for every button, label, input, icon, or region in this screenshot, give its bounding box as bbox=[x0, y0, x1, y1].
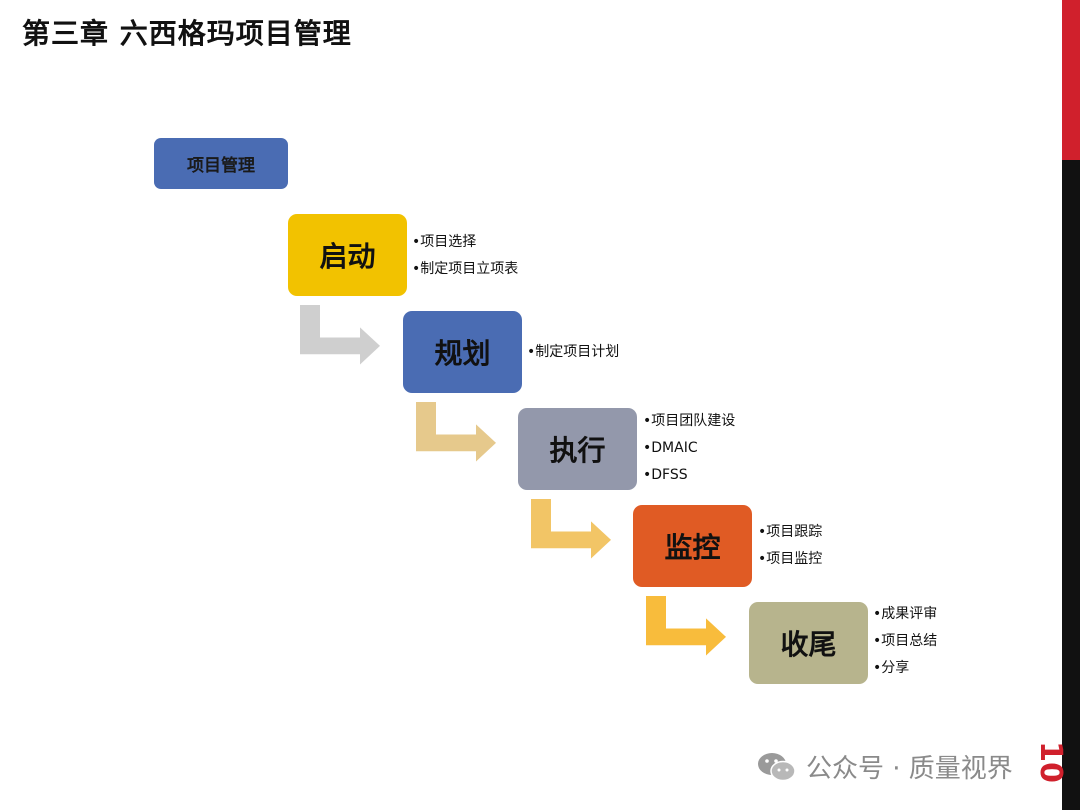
bullet-item: •项目总结 bbox=[873, 633, 938, 649]
arrow-2 bbox=[416, 402, 496, 462]
bullet-item: •制定项目立项表 bbox=[412, 261, 519, 277]
stage-monitoring-bullets: •项目跟踪 •项目监控 bbox=[758, 519, 822, 573]
stage-closing: 收尾 bbox=[749, 602, 868, 684]
bullet-item: •DMAIC bbox=[643, 440, 698, 456]
bullet-item: •项目监控 bbox=[758, 551, 823, 567]
bullet-item: •制定项目计划 bbox=[527, 344, 620, 360]
stage-initiation: 启动 bbox=[288, 214, 407, 296]
arrow-3-shape bbox=[531, 499, 611, 559]
side-bar-black bbox=[1062, 160, 1080, 810]
bullet-item: •DFSS bbox=[643, 467, 688, 483]
root-node: 项目管理 bbox=[154, 138, 288, 189]
bullet-item: •项目选择 bbox=[412, 234, 477, 250]
bullet-item: •项目团队建设 bbox=[643, 413, 736, 429]
arrow-4-shape bbox=[646, 596, 726, 656]
bullet-item: •项目跟踪 bbox=[758, 524, 823, 540]
bullet-item: •成果评审 bbox=[873, 606, 938, 622]
arrow-3 bbox=[531, 499, 611, 559]
stage-initiation-bullets: •项目选择 •制定项目立项表 bbox=[412, 229, 518, 283]
arrow-2-shape bbox=[416, 402, 496, 462]
side-bar-red bbox=[1062, 0, 1080, 160]
wechat-icon bbox=[758, 752, 796, 781]
page-title: 第三章 六西格玛项目管理 bbox=[22, 17, 352, 50]
watermark: 公众号 · 质量视界 bbox=[756, 748, 1013, 785]
arrow-1 bbox=[300, 305, 380, 365]
arrow-4 bbox=[646, 596, 726, 656]
page-number: 10 bbox=[1033, 741, 1068, 783]
stage-planning-bullets: •制定项目计划 bbox=[527, 339, 619, 366]
stage-execution: 执行 bbox=[518, 408, 637, 490]
stage-closing-bullets: •成果评审 •项目总结 •分享 bbox=[873, 601, 937, 682]
stage-execution-bullets: •项目团队建设 •DMAIC •DFSS bbox=[643, 408, 735, 489]
watermark-text: 公众号 · 质量视界 bbox=[806, 754, 1013, 784]
arrow-1-shape bbox=[300, 305, 380, 365]
bullet-item: •分享 bbox=[873, 660, 910, 676]
stage-monitoring: 监控 bbox=[633, 505, 752, 587]
stage-planning: 规划 bbox=[403, 311, 522, 393]
